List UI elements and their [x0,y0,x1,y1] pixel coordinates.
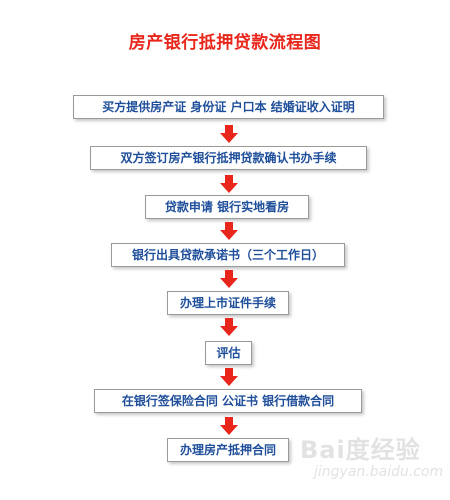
arrow-down-icon [220,318,238,336]
step-4-box: 银行出具贷款承诺书（三个工作日） [111,243,345,267]
step-5-box: 办理上市证件手续 [167,291,289,315]
watermark-sub-text: jingyan.baidu.com [314,464,444,480]
watermark-main-text: Bai度经验 [300,436,421,464]
step-6-box: 评估 [205,341,252,365]
baidu-jingyan-watermark: Bai度经验 jingyan.baidu.com [300,428,444,490]
step-2-box: 双方签订房产银行抵押贷款确认书办手续 [90,146,367,170]
arrow-down-icon [220,270,238,288]
arrow-down-icon [220,125,238,143]
arrow-down-icon [220,175,238,193]
arrow-down-icon [220,417,238,435]
step-8-box: 办理房产抵押合同 [167,438,289,462]
arrow-down-icon [220,222,238,240]
step-3-box: 贷款申请 银行实地看房 [145,195,309,219]
step-7-box: 在银行签保险合同 公证书 银行借款合同 [94,389,362,413]
step-1-box: 买方提供房产证 身份证 户口本 结婚证收入证明 [73,95,384,119]
arrow-down-icon [220,368,238,386]
flowchart-title: 房产银行抵押贷款流程图 [128,33,322,53]
